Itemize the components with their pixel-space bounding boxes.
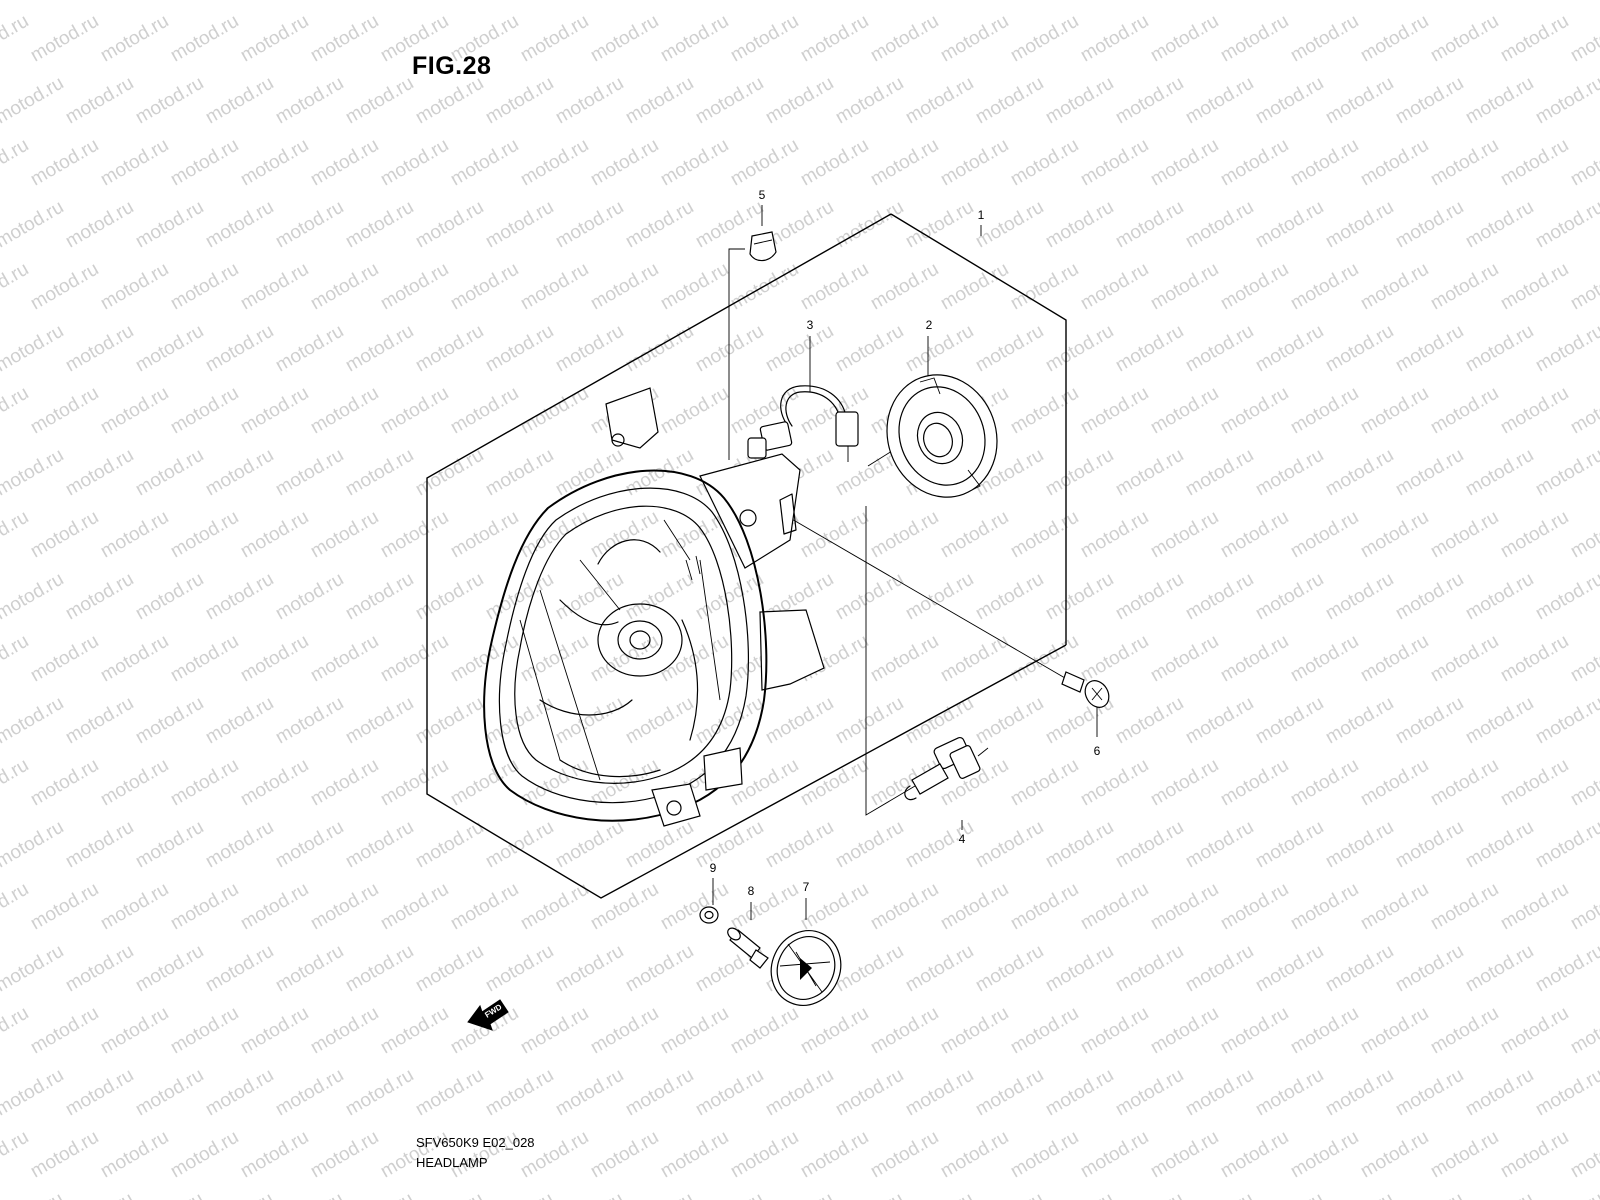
headlamp-housing xyxy=(483,387,825,827)
headlamp-cover xyxy=(770,930,842,1006)
callout-8: 8 xyxy=(747,884,755,898)
callout-6: 6 xyxy=(1093,744,1101,758)
position-bulb xyxy=(749,231,777,262)
screw xyxy=(1061,671,1110,708)
headlamp-bulb xyxy=(904,736,989,801)
socket-cover xyxy=(886,374,998,498)
callout-3: 3 xyxy=(806,318,814,332)
callout-2: 2 xyxy=(925,318,933,332)
drawing-code: SFV650K9 E02_028 xyxy=(416,1135,535,1150)
callout-9: 9 xyxy=(709,861,717,875)
callout-4: 4 xyxy=(958,832,966,846)
figure-title: FIG.28 xyxy=(412,52,492,80)
assembly-box xyxy=(426,213,1067,899)
position-lamp-socket xyxy=(747,385,859,462)
callout-5: 5 xyxy=(758,188,766,202)
leader-lines xyxy=(712,205,1098,920)
collar xyxy=(727,927,769,969)
washer xyxy=(699,906,719,924)
fwd-arrow-icon: FWD xyxy=(467,999,509,1031)
callout-7: 7 xyxy=(802,880,810,894)
callout-1: 1 xyxy=(977,208,985,222)
drawing-name: HEADLAMP xyxy=(416,1155,488,1170)
